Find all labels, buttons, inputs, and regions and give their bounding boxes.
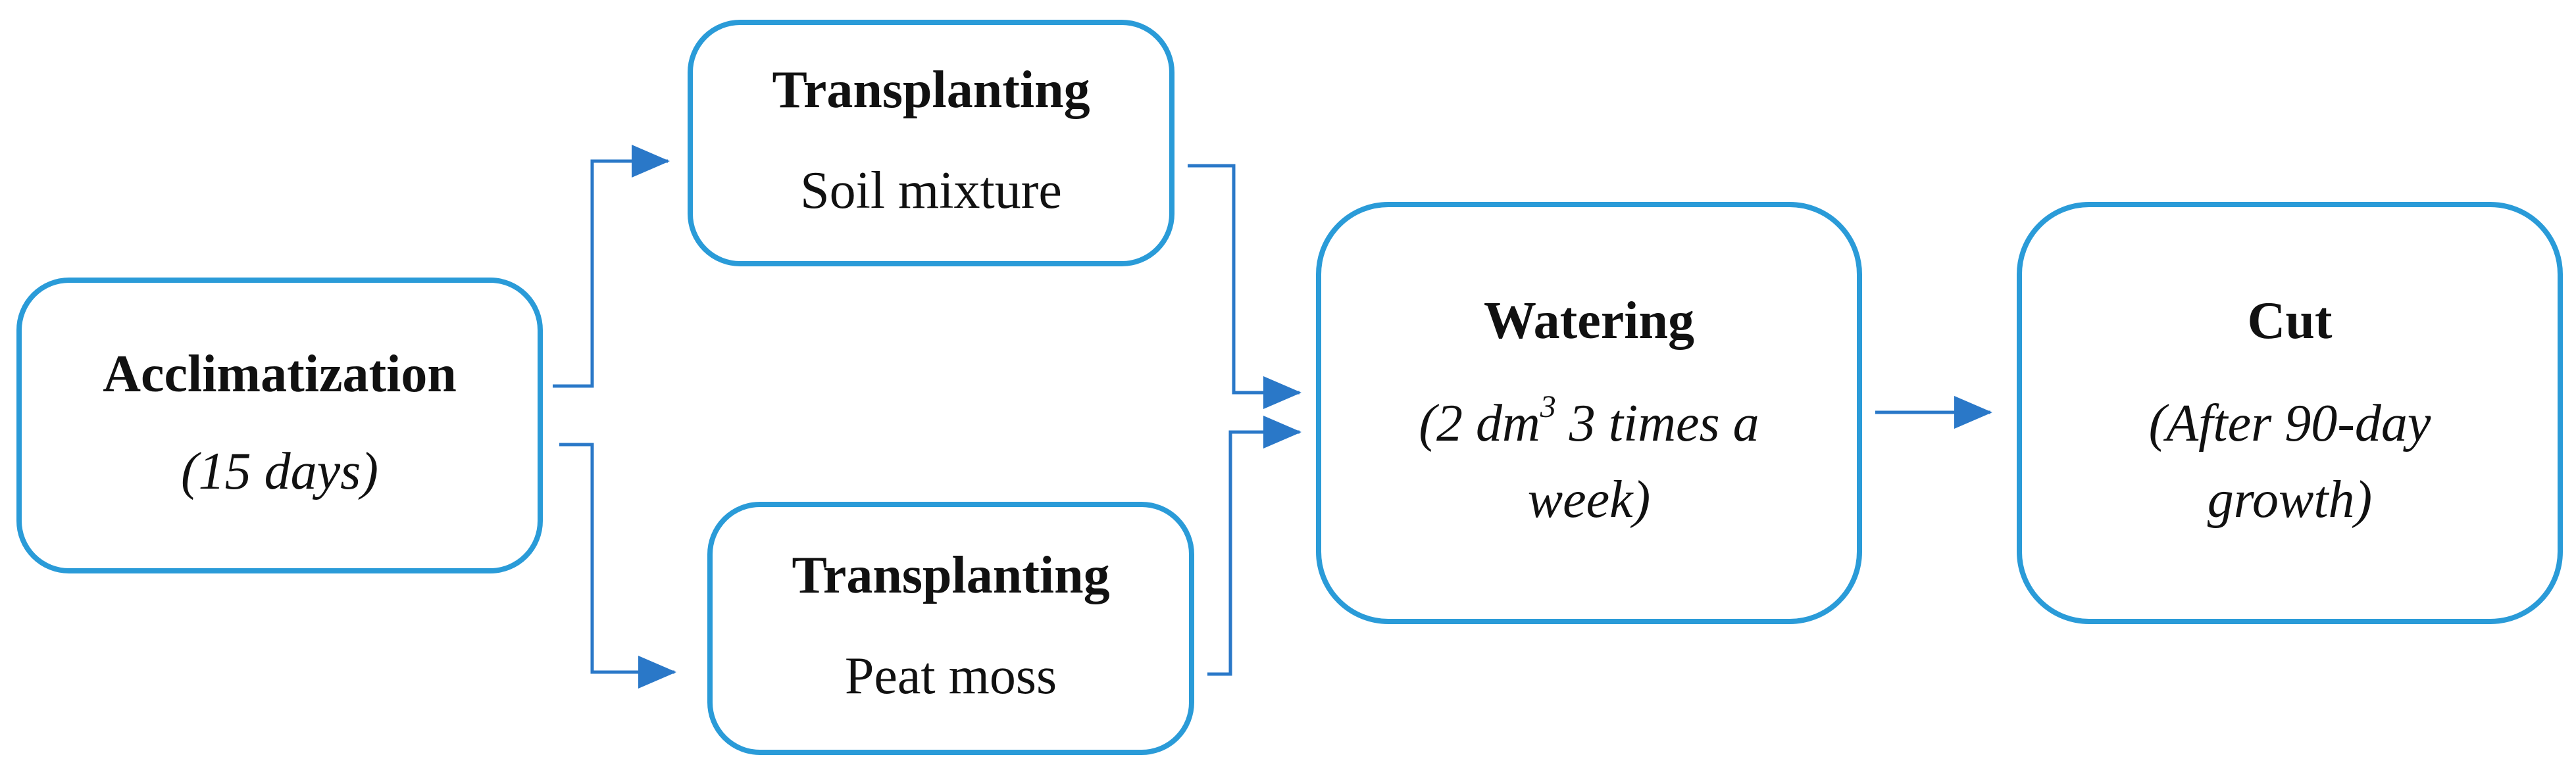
watering-detail-sup: 3 <box>1540 389 1556 424</box>
node-transplant-peat: Transplanting Peat moss <box>707 502 1194 755</box>
arrowhead-watering-bottom <box>1263 416 1301 449</box>
node-watering-title: Watering <box>1484 292 1694 350</box>
node-transplant-peat-title: Transplanting <box>792 547 1110 604</box>
edge-acclimatization-to-soil <box>553 159 669 388</box>
node-transplant-soil: Transplanting Soil mixture <box>688 20 1174 266</box>
node-cut: Cut (After 90-day growth) <box>2017 202 2563 624</box>
edge-peat-to-watering <box>1207 430 1300 676</box>
watering-detail-pre: (2 dm <box>1419 395 1540 452</box>
watering-detail-post: 3 times a week) <box>1527 395 1759 529</box>
node-transplant-peat-detail: Peat moss <box>844 647 1057 705</box>
node-cut-detail: (After 90-day growth) <box>2148 395 2431 529</box>
arrowhead-soil <box>632 145 670 178</box>
arrowhead-cut <box>1954 396 1992 429</box>
node-acclimatization-title: Acclimatization <box>103 345 457 403</box>
node-acclimatization-detail: (15 days) <box>181 443 378 500</box>
arrowhead-peat <box>638 656 676 689</box>
node-cut-title: Cut <box>2247 292 2333 350</box>
edge-soil-to-watering <box>1188 164 1300 395</box>
arrowhead-watering-top <box>1263 376 1301 409</box>
node-transplant-soil-detail: Soil mixture <box>800 162 1062 220</box>
node-transplant-soil-title: Transplanting <box>772 61 1090 119</box>
edge-acclimatization-to-peat <box>559 443 675 674</box>
node-watering: Watering (2 dm3 3 times a week) <box>1316 202 1862 624</box>
node-watering-detail: (2 dm3 3 times a week) <box>1392 385 1786 538</box>
node-acclimatization: Acclimatization (15 days) <box>16 278 543 573</box>
